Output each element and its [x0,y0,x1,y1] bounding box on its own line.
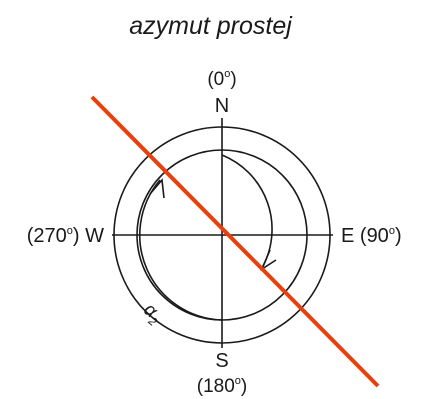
north-letter: N [215,95,229,117]
alpha2-arc [138,179,223,321]
line-prosta [90,95,380,388]
south-letter: S [215,350,228,372]
north-degree-label: (0o) [207,68,236,90]
south-degree-label: (180o) [197,375,247,397]
east-label: E (90o) [341,225,402,247]
diagram-title: azymut prostej [129,12,292,40]
azimuth-arrowhead [260,249,277,272]
alpha2-arrowhead [149,178,165,199]
west-label: (270o) W [27,225,104,247]
